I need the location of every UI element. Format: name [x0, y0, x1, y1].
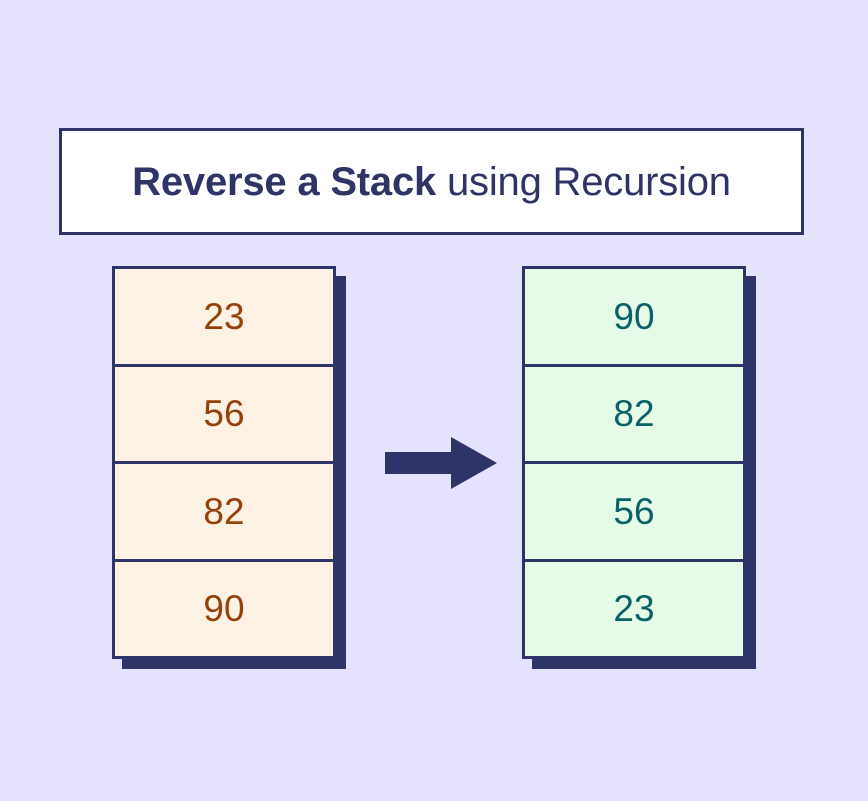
title-light-part: using Recursion	[436, 159, 731, 204]
original-stack: 23 56 82 90	[112, 266, 336, 659]
page-title: Reverse a Stack using Recursion	[132, 162, 731, 202]
reversed-stack-group: 90 82 56 23	[522, 266, 756, 669]
stack-cell: 56	[525, 464, 743, 562]
right-arrow-icon	[385, 437, 497, 489]
stack-cell: 90	[525, 269, 743, 367]
stack-cell: 90	[115, 561, 333, 656]
stack-cell: 23	[525, 561, 743, 656]
stack-cell: 82	[115, 464, 333, 562]
title-strong-part: Reverse a Stack	[132, 159, 437, 204]
stack-cell: 23	[115, 269, 333, 367]
reversed-stack: 90 82 56 23	[522, 266, 746, 659]
title-banner: Reverse a Stack using Recursion	[59, 128, 804, 235]
stack-cell: 82	[525, 366, 743, 464]
stack-cell: 56	[115, 366, 333, 464]
original-stack-group: 23 56 82 90	[112, 266, 346, 669]
